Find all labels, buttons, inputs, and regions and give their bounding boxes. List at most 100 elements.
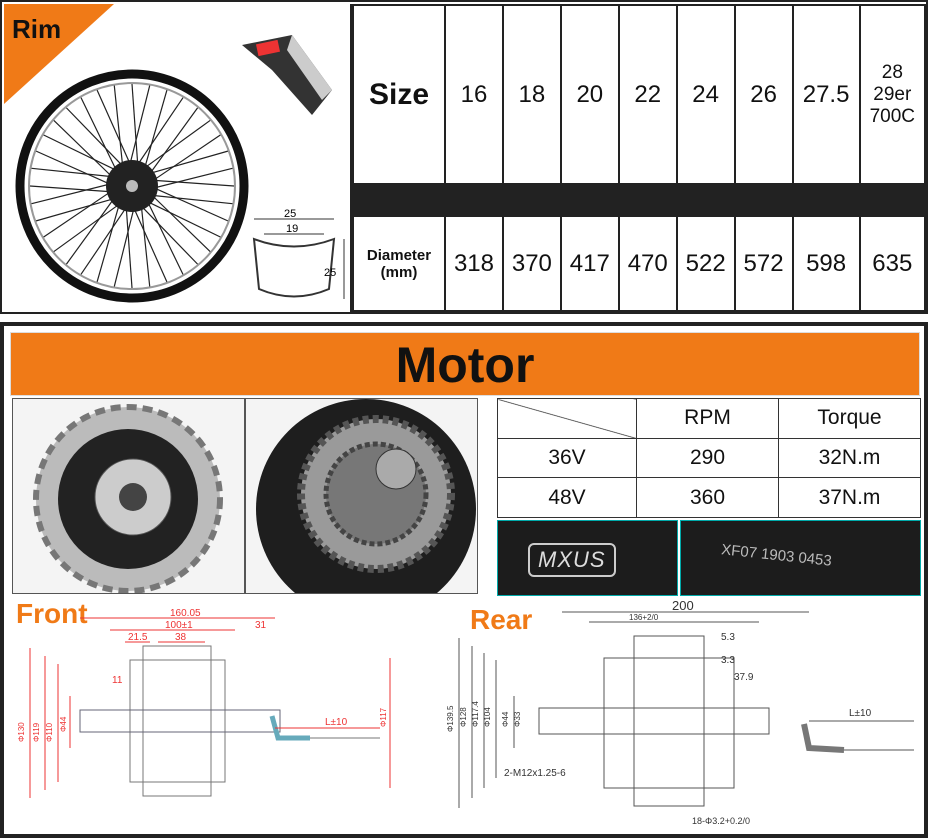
spoke [35, 150, 113, 186]
diameter-cell: 417 [559, 215, 620, 312]
size-header: Size [352, 3, 446, 186]
spoke [31, 167, 115, 178]
spoke [148, 107, 199, 176]
spoke [147, 150, 229, 175]
dim-label: 2-M12x1.25-6 [504, 768, 566, 779]
dim-label: Φ128 [459, 707, 468, 727]
spoke [96, 201, 121, 283]
spoke [131, 83, 139, 167]
dim-label: 11 [112, 675, 123, 686]
front-motor-diagram: Front 160.05 100±1 31 21.5 38 11 Φ130 Φ1… [10, 598, 410, 836]
rim-width-inner: 19 [286, 223, 298, 235]
size-cell: 18 [501, 3, 562, 186]
diameter-cell: 370 [501, 215, 562, 312]
corner-cell [497, 398, 637, 439]
spoke [132, 205, 168, 283]
dim-label: 160.05 [170, 608, 201, 619]
rim-panel: 25 19 25 Rim [4, 4, 352, 312]
spoke [29, 185, 113, 193]
dim-label: Φ110 [45, 722, 54, 742]
dim-label: Φ130 [17, 722, 26, 742]
diameter-cell: 318 [444, 215, 504, 312]
dim-label: L±10 [325, 717, 348, 728]
spoke [53, 202, 122, 253]
dim-label: 37.9 [734, 672, 754, 683]
spoke [142, 119, 211, 170]
spoke [66, 107, 125, 168]
rim-profile-diagram: 25 19 25 [252, 208, 345, 299]
spec-row: 36V 290 32N.m [497, 437, 921, 479]
dim-label: Φ139.5 [446, 705, 455, 732]
dim-label: 200 [672, 598, 694, 613]
rear-motor-diagram: Rear 200 136+2/0 5.3 3.3 37.9 Φ139.5 Φ12… [444, 598, 924, 836]
spoke [53, 120, 114, 179]
spoke [150, 193, 211, 252]
rim-height: 25 [324, 267, 336, 279]
motor-section: Motor RPM Torque 36V 290 32N.m 48V 360 3… [0, 322, 928, 838]
front-motor-photo [12, 398, 245, 594]
rim-corner-banner [4, 4, 114, 104]
divider-band [352, 183, 926, 218]
spoke [31, 182, 113, 205]
diameter-header: Diameter (mm) [352, 215, 446, 312]
rpm-cell: 360 [636, 477, 779, 518]
spoke [80, 97, 118, 173]
brand-logo-photo: MXUS [497, 520, 678, 596]
torque-cell: 37N.m [778, 477, 921, 518]
dim-label: Φ44 [59, 716, 68, 732]
mxus-logo: MXUS [528, 543, 616, 577]
spoke [151, 179, 235, 187]
dim-label: Φ33 [513, 711, 522, 727]
dim-label: L±10 [849, 708, 872, 719]
voltage-cell: 36V [497, 437, 637, 479]
diameter-row: Diameter (mm) 318 370 417 470 522 572 59… [352, 215, 927, 312]
front-title: Front [16, 598, 88, 629]
spoke [125, 205, 133, 289]
spoke [151, 167, 233, 190]
serial-number: XF07 1903 0453 [720, 541, 833, 570]
diameter-cell: 635 [858, 215, 927, 312]
spoke [135, 97, 184, 167]
voltage-cell: 48V [497, 477, 637, 518]
diameter-cell: 522 [675, 215, 736, 312]
spoke [80, 205, 129, 275]
rpm-header: RPM [636, 398, 779, 439]
size-cell: 16 [444, 3, 504, 186]
motor-title: Motor [10, 332, 920, 396]
spoke [113, 205, 136, 287]
spoke [143, 89, 168, 171]
spoke [140, 203, 151, 287]
spoke [113, 85, 124, 169]
size-cell: 22 [617, 3, 678, 186]
spoke [151, 186, 229, 222]
rear-motor-photo [245, 398, 478, 594]
spoke [139, 204, 198, 265]
dim-label: 18-Φ3.2+0.2/0 [692, 816, 750, 826]
rim-label: Rim [12, 14, 62, 44]
size-cell: 26 [733, 3, 794, 186]
spoke [128, 85, 151, 167]
size-row: Size 16 18 20 22 24 26 27.5 28 29er 700C [352, 3, 927, 186]
serial-number-photo: XF07 1903 0453 [680, 520, 921, 596]
dim-label: Φ119 [32, 722, 41, 742]
rear-title: Rear [470, 604, 533, 635]
spoke [43, 189, 113, 238]
spoke [149, 194, 233, 205]
dim-label: Φ117.4 [471, 701, 480, 727]
dim-label: 136+2/0 [629, 613, 659, 622]
spoke [65, 196, 116, 265]
size-cell: 27.5 [791, 3, 861, 186]
spec-row: 48V 360 37N.m [497, 477, 921, 518]
torque-header: Torque [778, 398, 921, 439]
dim-label: Φ44 [501, 711, 510, 727]
wheel-image [15, 69, 249, 303]
dim-label: 100±1 [165, 620, 193, 631]
dim-label: 3.3 [721, 655, 735, 666]
spoke [145, 200, 221, 238]
dim-label: 5.3 [721, 632, 735, 643]
motor-spec-table: RPM Torque 36V 290 32N.m 48V 360 37N.m [497, 398, 921, 518]
dim-label: Φ104 [483, 707, 492, 727]
diameter-cell: 470 [617, 215, 678, 312]
dim-label: 21.5 [128, 632, 148, 643]
size-cell: 28 29er 700C [858, 3, 927, 186]
